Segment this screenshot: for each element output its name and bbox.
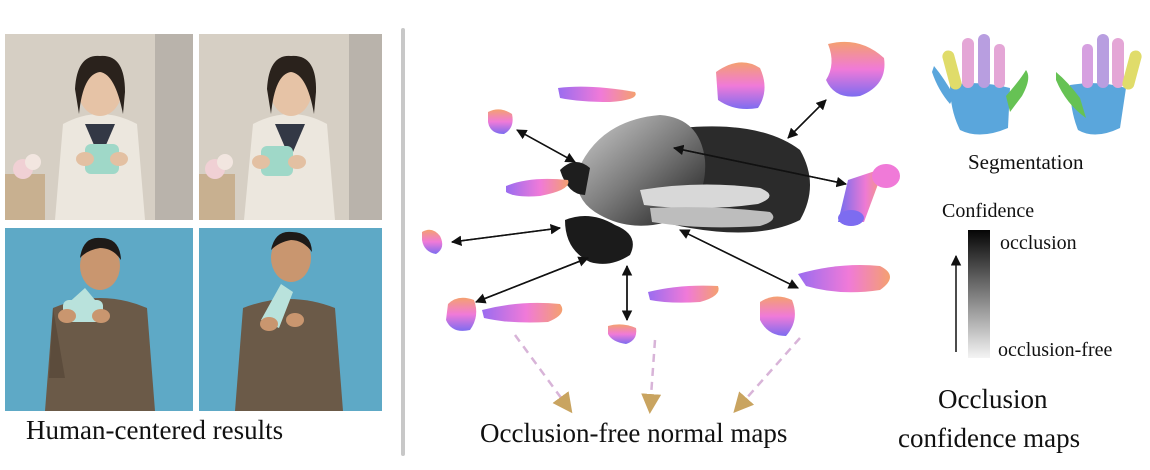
scale-low-label: occlusion-free bbox=[998, 339, 1113, 361]
photo-man-2 bbox=[199, 228, 382, 411]
middle-caption: Occlusion-free normal maps bbox=[480, 418, 788, 448]
right-caption-line2: confidence maps bbox=[898, 423, 1081, 453]
black-arrows bbox=[450, 99, 848, 322]
dashed-arrows bbox=[513, 334, 801, 414]
depth-map bbox=[560, 115, 810, 264]
segmentation-hand-left bbox=[932, 34, 1029, 135]
photo-woman-2 bbox=[199, 34, 382, 220]
section-divider bbox=[401, 28, 405, 456]
confidence-scale bbox=[950, 230, 990, 358]
scale-high-label: occlusion bbox=[1000, 232, 1077, 254]
photo-man-1 bbox=[5, 228, 193, 411]
cylinder-icon bbox=[838, 164, 900, 226]
normal-map-fragments bbox=[422, 41, 900, 344]
confidence-title: Confidence bbox=[942, 200, 1035, 222]
segmentation-hand-right bbox=[1056, 34, 1142, 135]
right-caption-line1: Occlusion bbox=[938, 384, 1048, 414]
left-caption: Human-centered results bbox=[26, 415, 284, 445]
segmentation-label: Segmentation bbox=[968, 150, 1084, 174]
photo-woman-1 bbox=[5, 34, 193, 220]
